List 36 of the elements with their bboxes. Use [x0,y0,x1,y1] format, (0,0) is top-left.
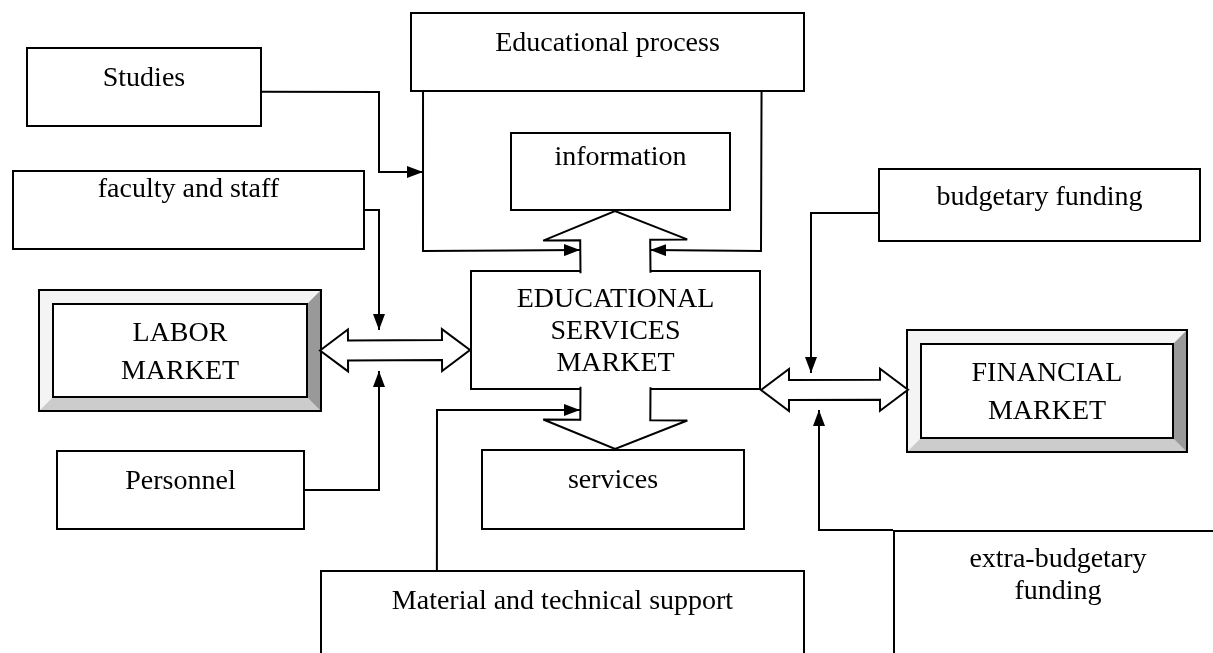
arrow [261,90,424,178]
arrow [304,370,385,491]
process-box [56,450,305,530]
node-label: Educational process [495,26,720,59]
bevel-box [40,291,320,410]
arrow [422,91,581,257]
block-arrow [542,385,689,451]
process-box [878,168,1201,242]
node-label: extra-budgetary funding [968,542,1148,607]
process-box [893,530,1213,653]
process-box [12,170,365,250]
node-label: faculty and staff [97,172,280,205]
arrow [435,404,581,571]
node-label: Material and technical support [391,584,734,617]
node-label: information [554,140,687,173]
arrow [364,209,385,331]
node-label: EDUCATIONAL SERVICES MARKET [515,282,716,379]
arrow [813,409,894,531]
process-box [410,12,805,92]
node-label: Studies [102,61,186,94]
block-arrow [542,209,689,275]
arrow [649,91,763,257]
node-label: FINANCIAL MARKET [970,355,1124,427]
node-label: Personnel [125,464,236,497]
node-label: budgetary funding [936,180,1143,213]
node-label: services [567,463,659,496]
process-box [510,132,731,211]
block-arrow [318,327,472,374]
arrow [805,212,879,374]
block-arrow [759,366,910,413]
process-box [26,47,262,127]
process-box [320,570,805,653]
node-label: LABOR MARKET [119,314,241,387]
process-box [470,270,761,390]
bevel-box [908,331,1186,451]
process-box [481,449,745,530]
